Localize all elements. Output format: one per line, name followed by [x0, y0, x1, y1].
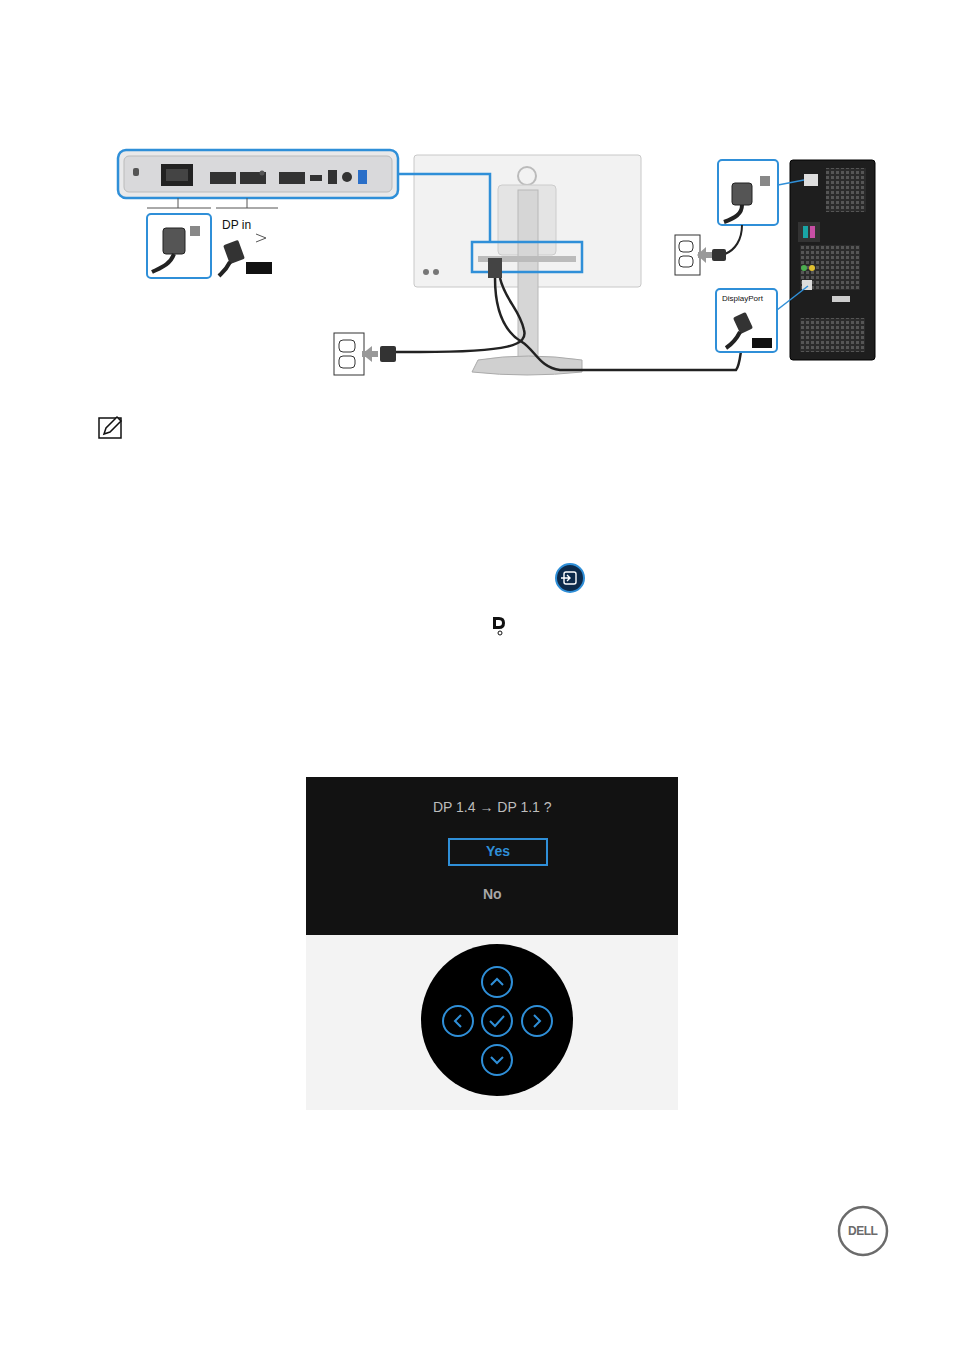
osd-button: Yes — [448, 838, 548, 866]
node-text: DP 1.4 → DP 1.1 ? — [433, 800, 552, 815]
node-text: DP in — [222, 219, 251, 232]
stand-base — [472, 356, 582, 375]
hdmi-port — [210, 172, 236, 184]
power-port — [161, 164, 193, 186]
outlet — [334, 333, 364, 375]
joystick-panel — [306, 935, 678, 1110]
dp-icon — [493, 617, 505, 635]
dp-out-port — [279, 172, 305, 184]
callout-box: DP in — [216, 214, 278, 278]
pc-tower — [790, 160, 875, 360]
brand-logo-text: DELL — [848, 1224, 877, 1238]
outlet — [675, 235, 700, 275]
rear-panel — [118, 150, 398, 198]
osd-dialog: DP 1.4 → DP 1.1 ? No Yes — [306, 777, 678, 935]
note-icon — [99, 417, 121, 438]
node-text: Yes — [486, 844, 510, 859]
joystick — [421, 944, 573, 1096]
osd-screen — [306, 777, 678, 935]
node-text: DisplayPort — [722, 295, 763, 304]
callout-box: DisplayPort — [716, 289, 777, 352]
input-button-icon — [556, 564, 584, 592]
node-text: No — [483, 887, 502, 902]
stand — [518, 190, 538, 360]
dell-logo — [839, 1207, 887, 1255]
